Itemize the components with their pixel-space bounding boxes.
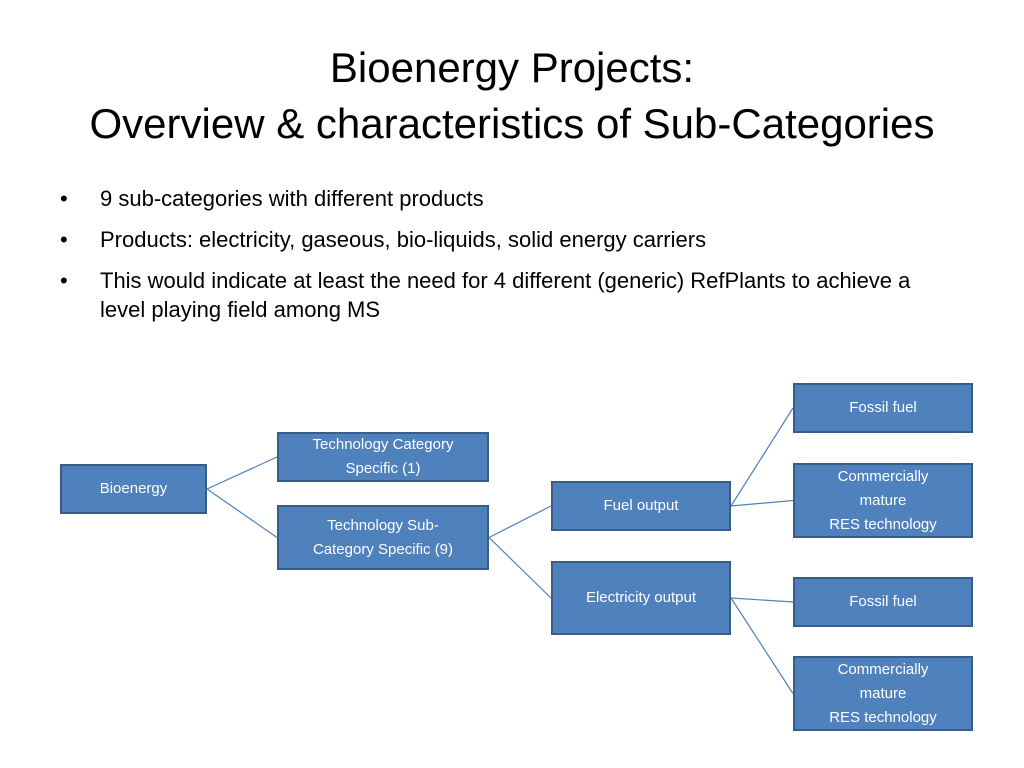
title-line-1: Bioenergy Projects: xyxy=(329,44,695,91)
connector-fuel_output-to-fuel_fossil xyxy=(730,407,794,507)
slide-title: Bioenergy Projects: Overview & character… xyxy=(0,40,1024,152)
bullet-dot: • xyxy=(60,186,68,211)
bullet-item: • 9 sub-categories with different produc… xyxy=(58,184,958,213)
node-electricity-output: Electricity output xyxy=(551,561,731,635)
node-technology-subcategory-specific: Technology Sub- Category Specific (9) xyxy=(277,505,489,570)
connector-fuel_output-to-fuel_commercial xyxy=(730,499,794,507)
node-fuel-output: Fuel output xyxy=(551,481,731,531)
node-technology-category-specific: Technology Category Specific (1) xyxy=(277,432,489,482)
connector-bioenergy-to-tech_subcategory xyxy=(206,488,278,538)
title-line-2: Overview & characteristics of Sub-Catego… xyxy=(89,100,935,147)
node-electricity-commercially-mature: Commercially mature RES technology xyxy=(793,656,973,731)
node-electricity-fossil-fuel: Fossil fuel xyxy=(793,577,973,627)
connector-electricity_output-to-elec_commercial xyxy=(730,597,794,694)
bullet-text: Products: electricity, gaseous, bio-liqu… xyxy=(100,227,707,252)
node-bioenergy: Bioenergy xyxy=(60,464,207,514)
bullet-text: 9 sub-categories with different products xyxy=(100,186,484,211)
connector-tech_subcategory-to-fuel_output xyxy=(488,505,552,539)
bullet-dot: • xyxy=(60,227,68,252)
node-fuel-fossil-fuel: Fossil fuel xyxy=(793,383,973,433)
connector-tech_subcategory-to-electricity_output xyxy=(488,537,552,599)
connector-electricity_output-to-elec_fossil xyxy=(730,597,794,603)
bullet-item: • Products: electricity, gaseous, bio-li… xyxy=(58,225,958,254)
node-fuel-commercially-mature: Commercially mature RES technology xyxy=(793,463,973,538)
bullet-dot: • xyxy=(60,268,68,293)
bullet-list: • 9 sub-categories with different produc… xyxy=(58,184,958,336)
connector-bioenergy-to-tech_category xyxy=(206,456,278,490)
bullet-text: This would indicate at least the need fo… xyxy=(100,268,911,322)
bullet-item: • This would indicate at least the need … xyxy=(58,266,958,324)
